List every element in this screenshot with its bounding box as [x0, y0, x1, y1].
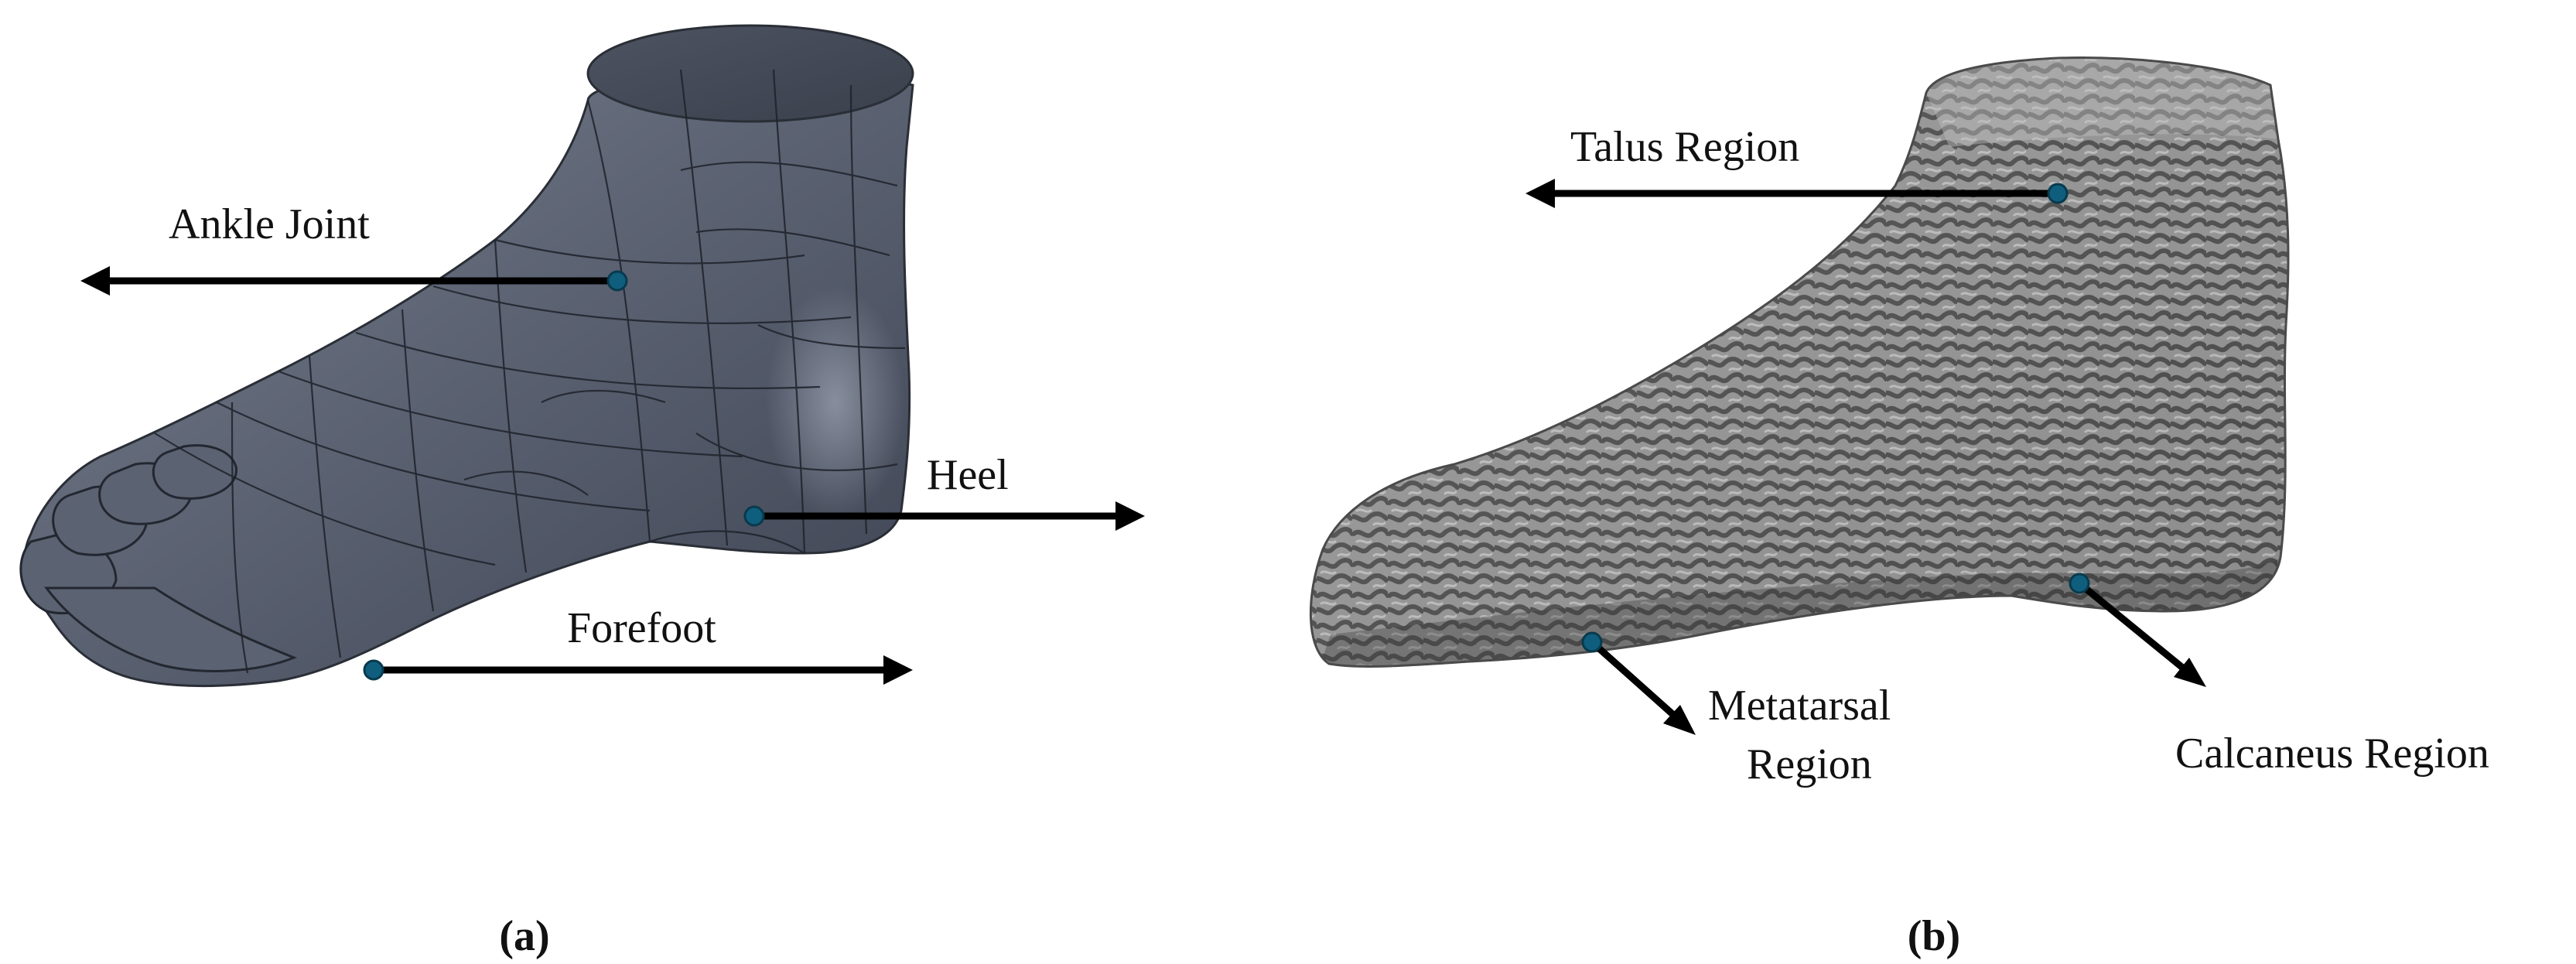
lattice-foot-top-face — [1926, 57, 2278, 147]
caption-b: (b) — [1908, 912, 1960, 960]
label-metatarsal-line2: Region — [1747, 740, 1872, 788]
solid-foot-toes — [19, 444, 298, 672]
pointer-forefoot — [363, 655, 913, 685]
pointer-ankle-joint — [80, 266, 628, 296]
label-metatarsal-line1: Metatarsal — [1708, 682, 1891, 730]
label-heel: Heel — [927, 451, 1009, 499]
pointer-talus-region — [1525, 179, 2069, 208]
lattice-foot-model — [1309, 56, 2290, 668]
solid-foot-mesh-lines — [154, 69, 906, 674]
label-talus-region: Talus Region — [1570, 123, 1799, 171]
marker-dot — [2047, 183, 2069, 204]
pointer-calcaneus-region — [2069, 573, 2206, 687]
marker-dot — [1581, 631, 1603, 653]
marker-dot — [2069, 573, 2090, 594]
caption-a: (a) — [499, 912, 549, 960]
pointer-heel — [743, 501, 1145, 531]
label-ankle-joint: Ankle Joint — [169, 200, 370, 248]
marker-dot — [606, 270, 628, 292]
marker-dot — [743, 505, 765, 527]
pointer-metatarsal-region — [1581, 631, 1696, 735]
label-calcaneus-region: Calcaneus Region — [2175, 730, 2489, 778]
label-forefoot: Forefoot — [567, 604, 716, 652]
solid-foot-model — [19, 24, 914, 688]
solid-foot-top-cap — [586, 24, 914, 123]
marker-dot — [363, 659, 384, 681]
